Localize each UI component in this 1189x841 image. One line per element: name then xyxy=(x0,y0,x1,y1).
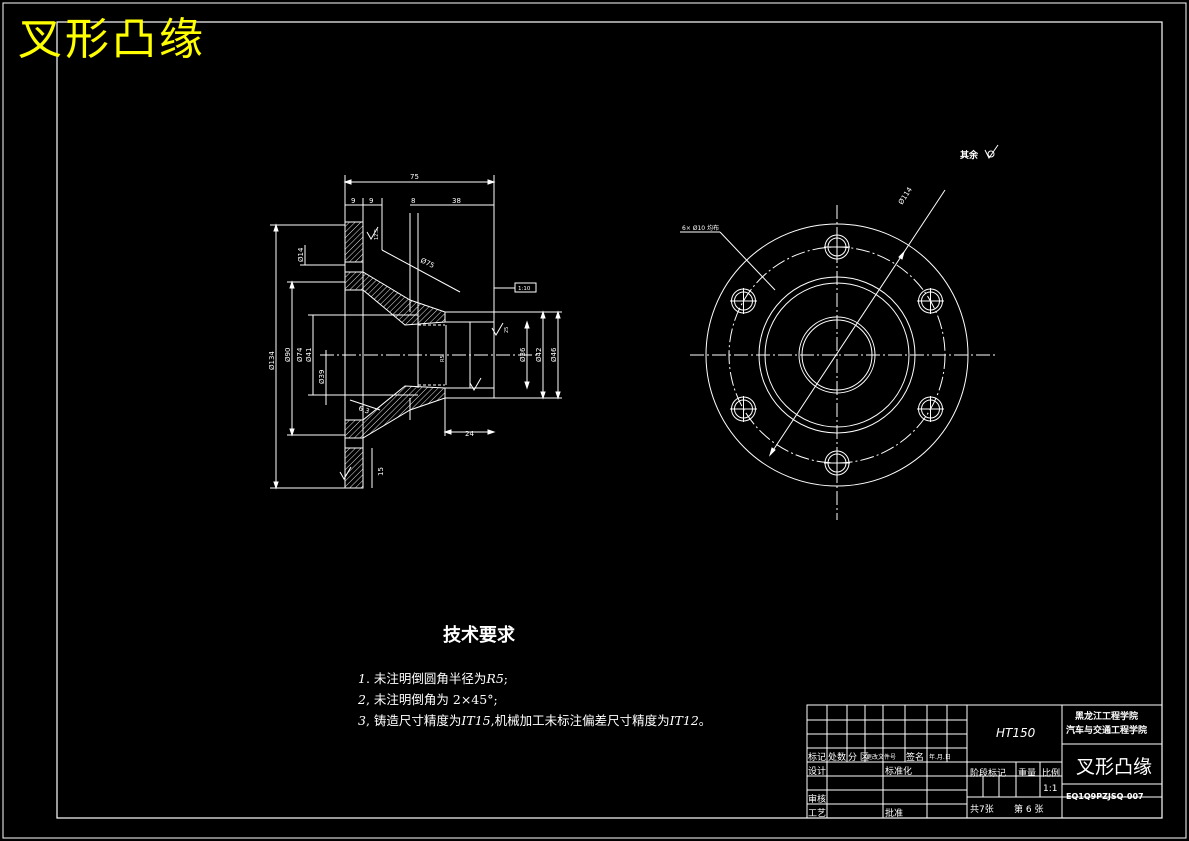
row-label-count: 处数 xyxy=(828,753,847,763)
tech-req-text-1: 未注明倒圆角半径为 xyxy=(373,671,487,686)
tech-req-heading: 技术要求 xyxy=(443,625,515,646)
dim-rough-63: 6.3 xyxy=(357,404,370,415)
dim-taper: 1:10 xyxy=(518,286,531,292)
surface-note: 其余 xyxy=(960,149,979,161)
stage-mark-label: 阶段标记 xyxy=(970,769,1007,779)
tech-req-num-1: 1 xyxy=(358,671,366,686)
section-view xyxy=(270,175,562,490)
dim-9a: 9 xyxy=(351,197,355,205)
tech-req-num-2: 2 xyxy=(358,692,366,707)
dim-d39: Ø39 xyxy=(318,370,326,384)
design-label: 设计 xyxy=(808,767,827,777)
front-view xyxy=(680,144,999,520)
dim-d46: Ø46 xyxy=(550,347,558,362)
front-dimension-labels: Ø114 6× Ø10 均布 其余 xyxy=(682,149,979,232)
approve-label: 批准 xyxy=(885,809,904,819)
dim-d14: Ø14 xyxy=(297,247,305,262)
tech-req-italic-1: R5 xyxy=(486,671,504,686)
dim-15: 15 xyxy=(377,467,385,476)
dim-8: 8 xyxy=(411,197,415,205)
tech-req-italic-3: IT15 xyxy=(461,713,491,728)
dim-d41: Ø41 xyxy=(305,348,313,362)
tech-req-italic2-3: IT12 xyxy=(669,713,699,728)
weight-label: 重量 xyxy=(1018,769,1037,779)
dim-r5: R5 xyxy=(440,355,446,362)
dim-d42: Ø42 xyxy=(535,348,543,362)
dim-d74: Ø74 xyxy=(296,347,304,362)
dim-d134: Ø134 xyxy=(268,351,276,370)
dim-9b: 9 xyxy=(369,197,373,205)
dim-d36: Ø36 xyxy=(519,347,527,362)
dim-rough-125: 12.5 xyxy=(374,229,380,240)
tech-req-item-2: 2, 未注明倒角为 2×45°; xyxy=(358,692,498,707)
school-name-2: 汽车与交通工程学院 xyxy=(1066,726,1148,736)
tech-req-item-1: 1. 未注明倒圆角半径为R5; xyxy=(358,671,509,686)
row-label-zone: 分 区 xyxy=(848,753,869,763)
dim-24: 24 xyxy=(465,430,474,438)
drawing-number: EQ1Q9PZJSQ-007 xyxy=(1066,792,1144,801)
dim-75: 75 xyxy=(410,173,419,181)
bolt-holes xyxy=(730,234,944,476)
sheet-total: 共7张 xyxy=(970,805,994,815)
tech-req-post2-3: 。 xyxy=(698,713,712,728)
dim-d114: Ø114 xyxy=(897,185,914,206)
tech-req-text-3: 铸造尺寸精度为 xyxy=(373,713,462,728)
standardize-label: 标准化 xyxy=(885,767,913,777)
row-label-signature: 签名 xyxy=(906,753,925,763)
dim-rough-25: 25 xyxy=(504,327,510,333)
dim-d75: Ø75 xyxy=(419,257,435,270)
material-label: HT150 xyxy=(996,726,1036,740)
drawing-title: 叉形凸缘 xyxy=(18,14,206,65)
dim-38: 38 xyxy=(452,197,461,205)
scale-value: 1:1 xyxy=(1043,784,1058,794)
review-label: 审核 xyxy=(808,795,827,805)
scale-label: 比例 xyxy=(1042,769,1061,779)
title-block xyxy=(806,704,1163,819)
inner-frame xyxy=(56,21,1163,819)
tech-req-post-3: ,机械加工未标注偏差尺寸精度为 xyxy=(490,713,670,728)
dim-d90: Ø90 xyxy=(284,348,292,362)
part-name: 叉形凸缘 xyxy=(1076,756,1153,778)
tech-req-text-2: 未注明倒角为 2×45° xyxy=(373,692,494,707)
dim-bolt-holes: 6× Ø10 均布 xyxy=(682,224,719,232)
row-label-mark: 标记 xyxy=(808,753,827,763)
row-label-date: 年.月.日 xyxy=(929,754,951,761)
row-label-change-doc: 更改文件号 xyxy=(866,754,897,761)
process-label: 工艺 xyxy=(808,809,827,819)
tech-req-post-2: ; xyxy=(493,692,498,707)
tech-req-item-3: 3, 铸造尺寸精度为IT15,机械加工未标注偏差尺寸精度为IT12。 xyxy=(358,713,712,728)
tech-req-post-1: ; xyxy=(503,671,509,686)
sheet-number: 第 6 张 xyxy=(1014,805,1044,815)
tech-req-num-3: 3 xyxy=(358,713,366,728)
school-name-1: 黑龙江工程学院 xyxy=(1075,712,1139,722)
